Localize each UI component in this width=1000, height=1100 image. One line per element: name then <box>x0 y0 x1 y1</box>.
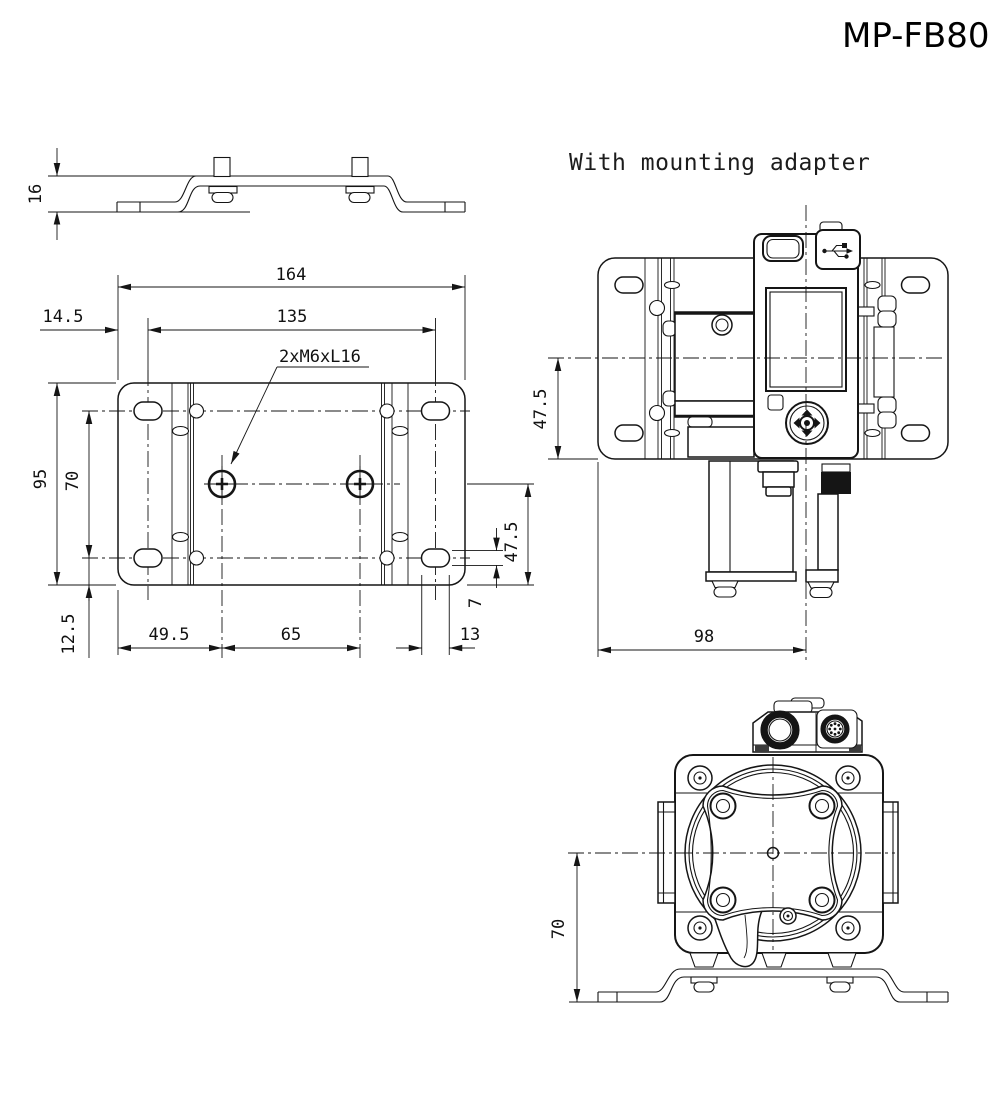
device-front-view: With mounting adapter <box>531 150 949 660</box>
lever <box>710 904 768 968</box>
dim-bottom-margin: 12.5 <box>59 614 79 655</box>
dim-slot-width: 13 <box>460 625 480 645</box>
power-button <box>767 394 784 411</box>
m12-connector-front <box>805 463 851 599</box>
tube-fitting <box>757 460 799 497</box>
rail-clamp <box>873 326 895 398</box>
pump-face-view: 70 <box>549 697 949 1003</box>
dim-slot-row-span: 70 <box>63 471 83 491</box>
mini-usb-port <box>762 235 804 262</box>
usb-icon <box>822 243 853 259</box>
tube-retainer-screw <box>779 907 797 925</box>
connector-block <box>752 697 863 753</box>
dim-plate-width: 164 <box>276 265 307 285</box>
m6-hole-left <box>204 466 240 502</box>
front-view-label: With mounting adapter <box>569 150 870 176</box>
stud-left <box>213 156 231 178</box>
dim-m6-spacing: 65 <box>281 625 301 645</box>
dim-slot-span: 135 <box>277 307 308 327</box>
pump-housing-front <box>674 311 755 458</box>
stud-right <box>351 156 369 178</box>
dim-pump-center-height: 70 <box>549 919 569 939</box>
dim-front-center-offset: 98 <box>694 627 714 647</box>
mount-slot <box>420 401 451 421</box>
usb-cover <box>815 229 861 270</box>
corner-screws <box>687 765 861 941</box>
dim-slot-edge-offset: 14.5 <box>43 307 84 327</box>
dim-slot-height: 7 <box>466 598 486 608</box>
mount-slot <box>133 401 163 421</box>
pump-lower-front <box>705 460 851 599</box>
dim-m6-to-edge: 47.5 <box>502 522 522 563</box>
thread-callout: 2xM6xL16 <box>279 347 361 367</box>
bracket-side-view: 16 <box>26 148 466 240</box>
dim-bracket-height: 16 <box>26 184 46 204</box>
tube-port <box>760 710 800 750</box>
dim-plate-height: 95 <box>31 469 51 489</box>
mounting-plate-top-view: 164 135 14.5 2xM6xL16 95 70 12.5 49.5 65… <box>31 265 534 658</box>
dim-front-center-height: 47.5 <box>531 389 551 430</box>
mount-slot <box>133 548 163 568</box>
m12-connector <box>816 709 858 749</box>
mount-slot <box>420 548 451 568</box>
m6-hole-right <box>342 466 378 502</box>
mounting-bracket-profile <box>597 968 949 1003</box>
side-tabs <box>657 801 899 904</box>
page-title: MP-FB80 <box>842 16 990 56</box>
dim-m6-left-offset: 49.5 <box>149 625 190 645</box>
keypad <box>785 401 829 445</box>
